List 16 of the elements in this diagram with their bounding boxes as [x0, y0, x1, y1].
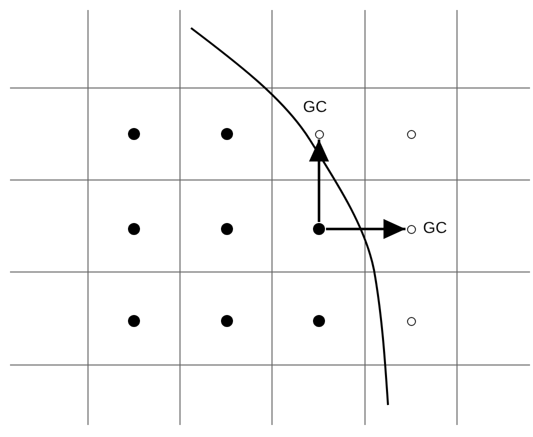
filled-dot: [221, 223, 233, 235]
point-label: GC: [303, 100, 327, 116]
filled-dot: [128, 315, 140, 327]
filled-dot: [128, 223, 140, 235]
open-circle: [314, 130, 324, 138]
open-circle: [406, 316, 416, 326]
arrow: [326, 219, 406, 239]
filled-dot: [221, 315, 233, 327]
filled-dot: [313, 223, 325, 235]
filled-dot: [221, 128, 233, 140]
filled-dot: [313, 315, 325, 327]
arrow: [309, 140, 329, 222]
open-circle: [406, 224, 416, 234]
filled-dot: [128, 128, 140, 140]
open-circle: [406, 130, 416, 138]
point-label: GC: [423, 221, 447, 237]
